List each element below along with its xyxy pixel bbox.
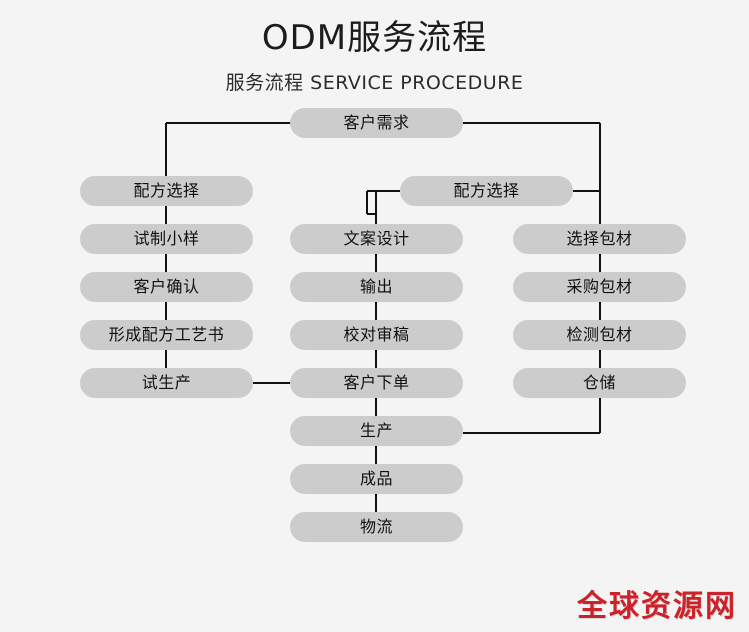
flow-node-mid-3[interactable]: 客户下单: [290, 368, 463, 398]
flow-node-mid-1[interactable]: 输出: [290, 272, 463, 302]
flow-node-left-0[interactable]: 配方选择: [80, 176, 253, 206]
flow-node-mid-5[interactable]: 成品: [290, 464, 463, 494]
flow-node-root[interactable]: 客户需求: [290, 108, 463, 138]
flow-node-mid-6[interactable]: 物流: [290, 512, 463, 542]
flow-node-left-1[interactable]: 试制小样: [80, 224, 253, 254]
page-subtitle: 服务流程 SERVICE PROCEDURE: [225, 72, 524, 94]
flow-node-right-0[interactable]: 选择包材: [513, 224, 686, 254]
flow-node-mid-4[interactable]: 生产: [290, 416, 463, 446]
flow-node-left-4[interactable]: 试生产: [80, 368, 253, 398]
flow-node-right-1[interactable]: 采购包材: [513, 272, 686, 302]
page-title: ODM服务流程: [261, 18, 488, 58]
flow-node-left-2[interactable]: 客户确认: [80, 272, 253, 302]
flow-node-right-2[interactable]: 检测包材: [513, 320, 686, 350]
flow-node-mid-top[interactable]: 配方选择: [400, 176, 573, 206]
flow-node-left-3[interactable]: 形成配方工艺书: [80, 320, 253, 350]
flow-node-mid-0[interactable]: 文案设计: [290, 224, 463, 254]
flow-node-right-3[interactable]: 仓储: [513, 368, 686, 398]
watermark-logo: 全球资源网: [577, 589, 737, 624]
flow-node-mid-2[interactable]: 校对审稿: [290, 320, 463, 350]
